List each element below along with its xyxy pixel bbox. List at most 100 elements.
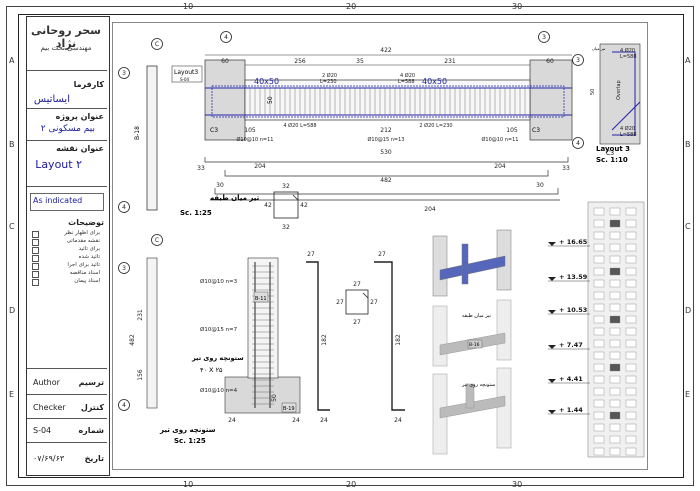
- building-window: [625, 315, 637, 324]
- top-dim-1: 60: [221, 58, 229, 65]
- grid-3-2-label: 3: [542, 34, 546, 41]
- iso-label-2: ستونچه روی تیر: [461, 382, 495, 388]
- building-window: [593, 363, 605, 372]
- building-window: [625, 327, 637, 336]
- building-window: [609, 363, 621, 372]
- building-window: [593, 387, 605, 396]
- lower-dim-1: 105: [244, 127, 256, 134]
- building-window: [593, 291, 605, 300]
- building-window: [593, 267, 605, 276]
- ruler-left-e: E: [9, 390, 15, 399]
- col-tie-label-3: Ø10@10 n=4: [200, 387, 238, 394]
- building-window: [609, 339, 621, 348]
- elevation-triangle: [548, 277, 556, 281]
- note-row: تائید شده: [30, 254, 104, 262]
- ruler-right-d: D: [685, 306, 692, 315]
- layout3-tag: Layout3: [174, 69, 198, 76]
- top-dim-lines: [205, 54, 572, 66]
- lower-bar-1: 4 Ø20 L=588: [283, 122, 316, 129]
- date-value: ۰۷/۶۹/۶۳: [33, 454, 65, 463]
- beam-b18-label: B-18: [134, 126, 141, 140]
- col-tie-label-2: Ø10@15 n=7: [200, 326, 238, 333]
- divider-2: [27, 108, 107, 109]
- drawing-area-frame: [112, 22, 648, 470]
- sec1-dim-right: 42: [300, 202, 308, 209]
- column-c3-right: C3: [532, 127, 540, 134]
- bar-schedule: [204, 157, 569, 201]
- main-beam: [204, 59, 573, 141]
- col-tie-label-1: Ø10@10 n=3: [200, 278, 238, 285]
- main-beam-stirrups: [249, 88, 526, 115]
- ruler-left-d: D: [9, 306, 16, 315]
- col-title: ستونچه روی تیر: [191, 354, 244, 362]
- elevation-triangle: [548, 242, 556, 246]
- sec2-dim-top: 27: [353, 281, 361, 288]
- sec1-dim-top: 32: [282, 183, 290, 190]
- grid-4-2-label: 4: [224, 34, 228, 41]
- note-checkbox[interactable]: [32, 239, 39, 246]
- note-label: تائید برای اجرا: [67, 262, 100, 268]
- note-row: اسناد پیمان: [30, 278, 104, 286]
- building-window: [593, 375, 605, 384]
- b16-tag: [467, 339, 483, 349]
- note-checkbox[interactable]: [32, 255, 39, 262]
- building-window: [593, 447, 605, 456]
- note-checkbox[interactable]: [32, 271, 39, 278]
- note-label: اسناد پیمان: [74, 278, 100, 284]
- building-window: [609, 375, 621, 384]
- sheet-title-label: عنوان نقشه: [56, 144, 104, 153]
- building-window: [609, 315, 621, 324]
- grid-4-3-label: 4: [122, 402, 126, 409]
- firm-name: سحر روحانی نژاد: [31, 24, 101, 50]
- ruler-right-b: B: [685, 140, 691, 149]
- building-window: [609, 411, 621, 420]
- building-window: [609, 219, 621, 228]
- date-label: تاریخ: [84, 454, 104, 463]
- building-window: [625, 435, 637, 444]
- grid-3-3-label: 3: [122, 265, 126, 272]
- sheet-title-value: Layout ۲: [35, 158, 82, 171]
- b11-tag: [253, 291, 269, 303]
- grid-bubbles: [118, 31, 584, 411]
- grid-3-1-label: 3: [122, 70, 126, 77]
- stirrup-label-2: Ø10@15 n=13: [368, 136, 405, 143]
- bar-2phi20-top-len: L=230: [320, 79, 337, 85]
- building-window: [593, 243, 605, 252]
- col-dim-5: 24: [228, 417, 236, 424]
- note-label: برای تائید: [78, 246, 100, 252]
- note-checkbox[interactable]: [32, 231, 39, 238]
- building-window: [625, 279, 637, 288]
- ruler-top-20: 20: [346, 2, 357, 11]
- ruler-right-a: A: [685, 56, 691, 65]
- note-checkbox[interactable]: [32, 279, 39, 286]
- elevation-triangle: [548, 379, 556, 383]
- iso-label-1: تیر میان طبقه: [462, 313, 492, 319]
- bar-2phi20-top: 2 Ø20: [322, 72, 337, 79]
- ruler-top-30: 30: [512, 2, 523, 11]
- building-window: [609, 231, 621, 240]
- divider-6: [27, 394, 107, 395]
- layout3-detail: [599, 43, 641, 145]
- note-checkbox[interactable]: [32, 247, 39, 254]
- note-label: برای اظهار نظر: [64, 230, 100, 236]
- sched-dim-1: 530: [380, 149, 392, 156]
- building-window: [609, 243, 621, 252]
- elevation-label: + 7.47: [559, 341, 583, 349]
- checked-value: Checker: [33, 403, 66, 412]
- building-window: [609, 279, 621, 288]
- grid-c-2-label: C: [155, 237, 159, 244]
- scale-box: [30, 193, 104, 211]
- building-window: [593, 399, 605, 408]
- ruler-right-c: C: [685, 222, 691, 231]
- sec1-dim-left: 42: [264, 202, 272, 209]
- grid-bubble-3-2: [538, 31, 550, 43]
- building-window: [625, 303, 637, 312]
- client-value: ایساتیس: [33, 94, 70, 105]
- project-label: عنوان پروژه: [55, 112, 104, 121]
- building-window: [625, 231, 637, 240]
- building-window: [593, 423, 605, 432]
- lower-dim-3: 105: [506, 127, 518, 134]
- note-checkbox[interactable]: [32, 263, 39, 270]
- note-label: اسناد مناقصه: [69, 270, 100, 276]
